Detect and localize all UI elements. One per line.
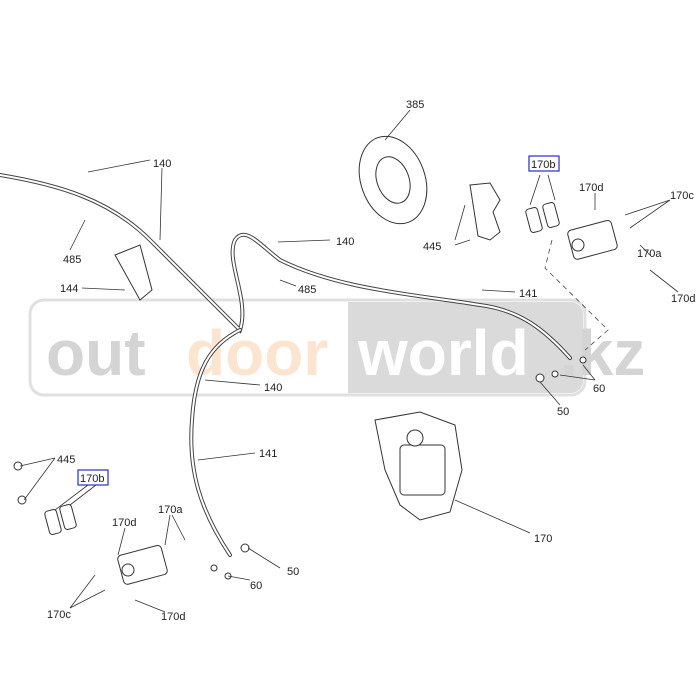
brake-pad	[59, 504, 77, 530]
banjo-bolt	[535, 373, 545, 383]
callout-141: 141	[259, 448, 277, 460]
callout-485: 485	[298, 284, 316, 296]
callout-170d: 170d	[112, 517, 136, 529]
brake-caliper	[117, 544, 168, 585]
watermark-door: door	[186, 317, 328, 389]
callout-60: 60	[250, 580, 262, 592]
callout-50: 50	[557, 406, 569, 418]
callout-141: 141	[519, 288, 537, 300]
brake-pad	[542, 202, 560, 228]
caliper-bracket	[469, 182, 501, 241]
assembly-line	[544, 239, 609, 351]
callout-170d: 170d	[579, 182, 603, 194]
banjo-bolt	[240, 543, 250, 553]
brake-pad	[525, 207, 543, 233]
leader-lines	[19, 109, 679, 613]
brake-hoses	[0, 173, 572, 557]
callout-box-170b	[77, 469, 109, 486]
brake-disc	[358, 135, 428, 225]
callout-170c: 170c	[670, 190, 694, 202]
callout-170a: 170a	[637, 248, 662, 260]
watermark: out door world .kz	[28, 298, 645, 397]
callout-385: 385	[406, 99, 424, 111]
callout-box-170b	[528, 155, 560, 172]
bolt	[13, 461, 23, 471]
bolt	[17, 495, 27, 505]
callout-170d: 170d	[671, 293, 695, 305]
callout-170: 170	[534, 533, 552, 545]
callout-140: 140	[153, 158, 171, 170]
watermark-out: out	[46, 317, 146, 389]
brake-pad	[44, 509, 62, 535]
watermark-kz: .kz	[560, 317, 645, 389]
callout-60: 60	[593, 383, 605, 395]
callout-140: 140	[264, 382, 282, 394]
callout-144: 144	[60, 283, 78, 295]
callout-50: 50	[287, 566, 299, 578]
callout-170c: 170c	[47, 609, 71, 621]
callout-445: 445	[423, 241, 441, 253]
callout-140: 140	[336, 236, 354, 248]
washer	[551, 370, 559, 378]
callout-170d: 170d	[161, 611, 185, 623]
washer	[579, 356, 587, 364]
large-caliper	[374, 411, 463, 521]
hose-guide	[114, 244, 153, 301]
washer	[210, 564, 218, 572]
callout-170a: 170a	[158, 504, 183, 516]
callout-485: 485	[63, 254, 81, 266]
callout-445: 445	[57, 454, 75, 466]
callout-170b: 170b	[80, 473, 104, 485]
watermark-world: world	[357, 317, 529, 389]
callout-170b: 170b	[531, 159, 555, 171]
brake-caliper	[567, 219, 618, 260]
callout-labels: 385 170b 170d 170c 445 170a 170d 140 485…	[47, 99, 695, 623]
